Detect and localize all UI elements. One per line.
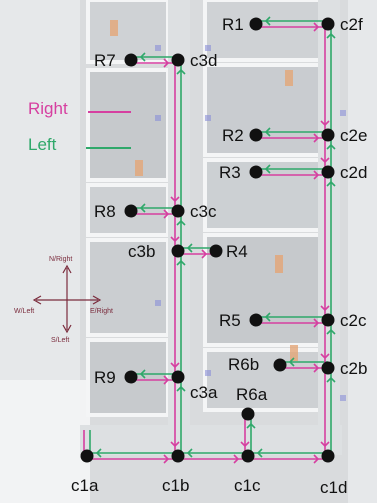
south-corridor	[80, 425, 342, 455]
node-R4	[210, 245, 223, 258]
node-label-R6a: R6a	[236, 385, 268, 404]
node-R8	[125, 205, 138, 218]
node-R5	[250, 314, 263, 327]
node-R6b	[274, 359, 287, 372]
compass-south-label: S/Left	[51, 337, 69, 344]
node-c1d	[322, 450, 335, 463]
node-R1	[250, 18, 263, 31]
central-corridor	[168, 0, 190, 455]
compass-north-label: N/Right	[49, 256, 72, 263]
node-label-c3d: c3d	[190, 51, 217, 70]
node-R3	[250, 166, 263, 179]
node-label-c3c: c3c	[190, 202, 217, 221]
node-c2f	[322, 18, 335, 31]
node-c3a	[172, 371, 185, 384]
right-rooms	[205, 0, 320, 410]
node-label-R8: R8	[94, 202, 116, 221]
node-c3c	[172, 205, 185, 218]
node-c2e	[322, 129, 335, 142]
node-label-c2c: c2c	[340, 311, 367, 330]
node-label-R2: R2	[222, 126, 244, 145]
legend-right-label: Right	[28, 99, 68, 118]
node-c3d	[172, 54, 185, 67]
node-label-c2f: c2f	[340, 15, 363, 34]
lamp	[275, 255, 283, 273]
lamp	[285, 70, 293, 86]
node-c1c	[242, 450, 255, 463]
node-c3b	[172, 245, 185, 258]
node-R9	[125, 371, 138, 384]
room-r7	[88, 70, 168, 180]
node-label-R4: R4	[226, 242, 248, 261]
node-label-c3a: c3a	[190, 383, 218, 402]
node-c1b	[172, 450, 185, 463]
node-label-R1: R1	[222, 15, 244, 34]
lamp	[135, 160, 143, 176]
lamp	[110, 20, 118, 36]
node-c2d	[322, 166, 335, 179]
node-label-c1a: c1a	[71, 476, 99, 495]
node-R2	[250, 129, 263, 142]
node-label-c2e: c2e	[340, 126, 367, 145]
node-label-c1d: c1d	[320, 478, 347, 497]
node-label-c2b: c2b	[340, 359, 367, 378]
node-R6a	[242, 408, 255, 421]
node-c1a	[81, 450, 94, 463]
node-label-R3: R3	[219, 163, 241, 182]
node-label-R5: R5	[219, 311, 241, 330]
node-label-c3b: c3b	[128, 242, 155, 261]
node-R7	[125, 54, 138, 67]
node-label-R6b: R6b	[228, 355, 259, 374]
node-c2c	[322, 314, 335, 327]
node-label-c1b: c1b	[162, 476, 189, 495]
legend-left-label: Left	[28, 135, 57, 154]
east-corridor	[318, 0, 340, 455]
compass-east-label: E/Right	[90, 308, 113, 315]
right-exterior	[348, 0, 377, 503]
compass-west-label: W/Left	[14, 308, 34, 315]
node-label-R9: R9	[94, 368, 116, 387]
node-label-c1c: c1c	[234, 476, 261, 495]
node-c2b	[322, 362, 335, 375]
node-label-c2d: c2d	[340, 163, 367, 182]
node-label-R7: R7	[94, 51, 116, 70]
